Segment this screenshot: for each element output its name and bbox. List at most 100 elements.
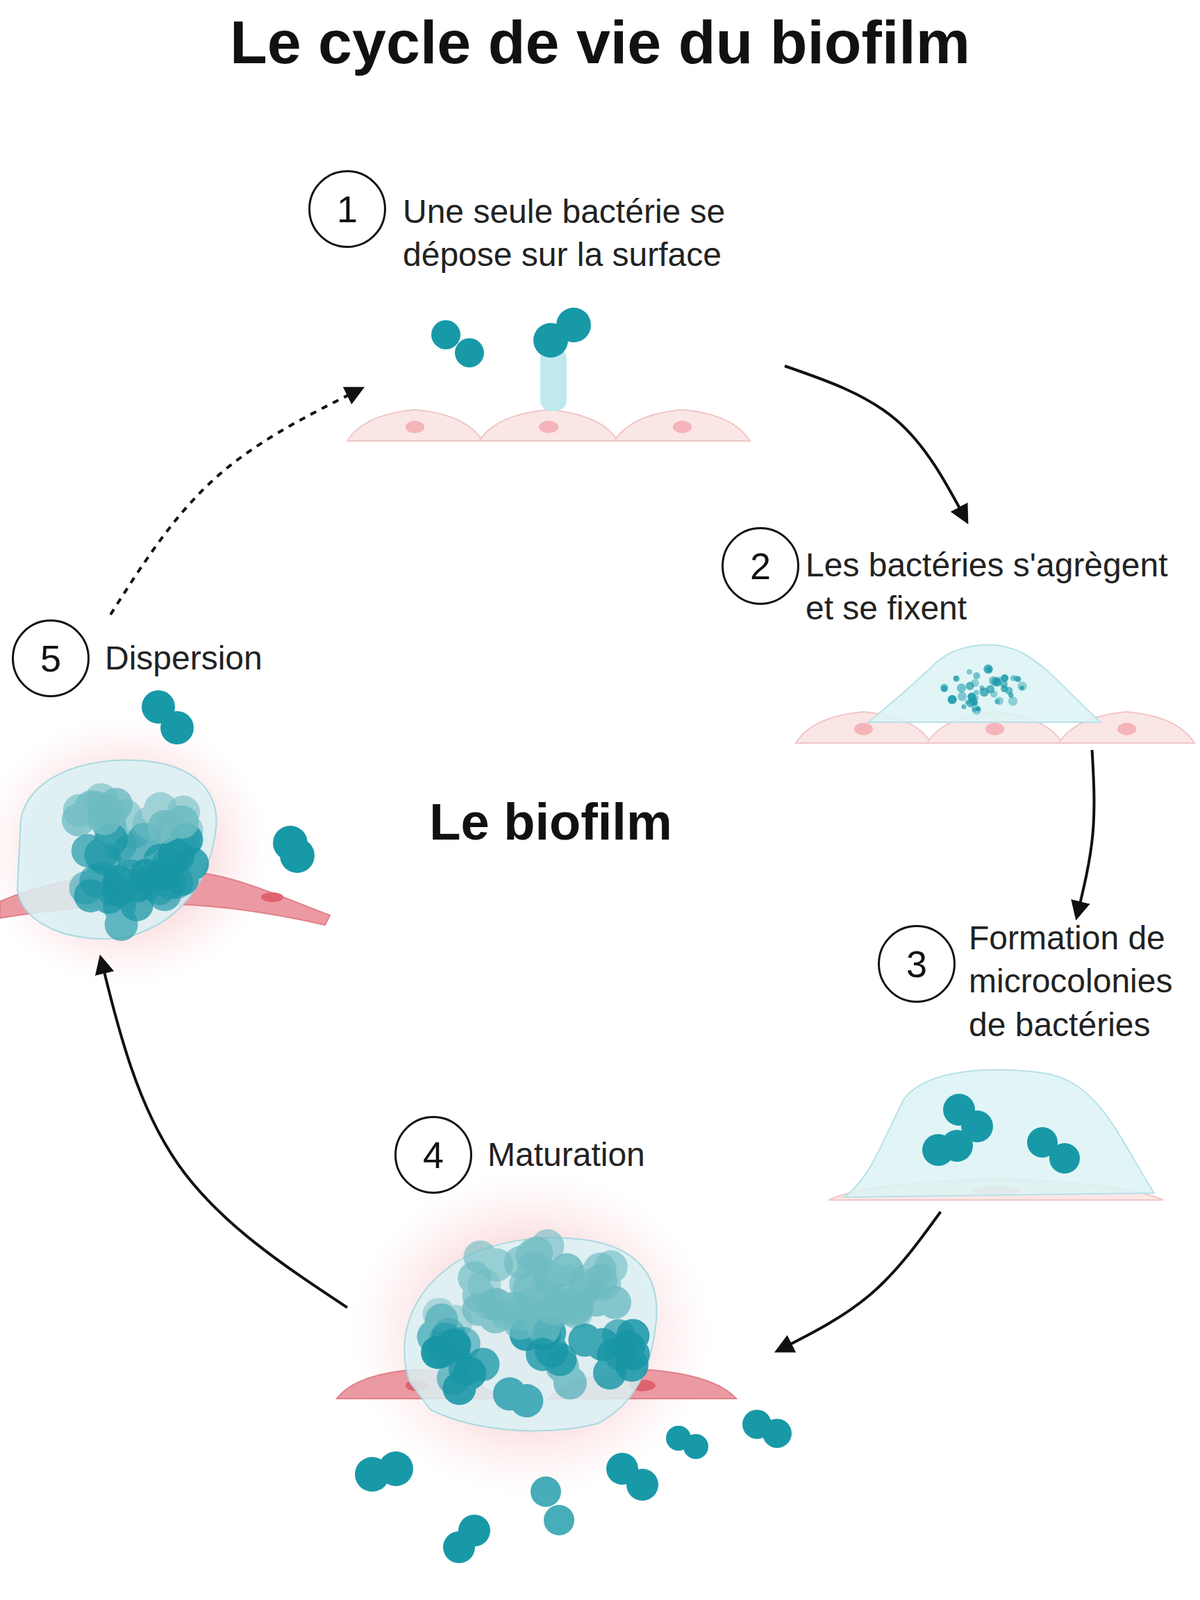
coccus: [160, 711, 194, 745]
bacterium: [533, 307, 591, 358]
bacterium: [420, 1328, 471, 1369]
coccus: [602, 1319, 636, 1353]
bacterium-dot: [953, 675, 959, 681]
step-label: Maturation: [487, 1133, 766, 1177]
bacterium: [431, 320, 485, 368]
cell-nucleus: [1117, 722, 1137, 736]
bacterium-dot: [970, 679, 980, 688]
coccus: [504, 1245, 538, 1280]
bacterium: [922, 1129, 973, 1166]
cell-nucleus: [405, 420, 425, 434]
center-label: Le biofilm: [411, 791, 690, 854]
bacterium-dot: [983, 664, 993, 674]
host-cell: [347, 409, 483, 441]
coccus: [437, 1328, 471, 1362]
stage-group: 3Formation de microcolonies de bactéries: [819, 916, 1198, 1212]
bacterium: [602, 1319, 638, 1371]
bacterium-dot: [972, 672, 980, 680]
bacterium: [606, 1452, 659, 1501]
cell-nucleus: [985, 722, 1005, 736]
coccus: [431, 320, 461, 350]
bacterium-dot: [990, 690, 998, 698]
coccus: [683, 1434, 709, 1460]
cell-nucleus: [261, 892, 284, 903]
step-number: 2: [721, 527, 800, 605]
step-number: 4: [394, 1115, 473, 1194]
bacterium: [665, 1425, 709, 1460]
bacterium: [79, 863, 129, 906]
glow: [0, 715, 271, 987]
coccus: [509, 1384, 544, 1418]
bacterium-dot: [973, 695, 979, 701]
bacterium: [742, 1409, 792, 1448]
step-label: Dispersion: [104, 636, 328, 680]
bacterium: [272, 825, 315, 873]
stage-group: 4 Maturation: [347, 1111, 778, 1591]
coccus: [550, 1253, 584, 1287]
bacterium-dot: [975, 706, 981, 712]
bacterium: [87, 787, 133, 835]
step-label: Une seule bactérie se dépose sur la surf…: [402, 190, 792, 278]
stage-group: 5Dispersion: [10, 614, 334, 959]
coccus: [626, 1468, 659, 1501]
coccus: [940, 1129, 973, 1162]
step-label: Les bactéries s'agrègent et se fixent: [805, 543, 1195, 631]
stage-1-art: [347, 307, 750, 441]
coccus: [587, 1267, 621, 1301]
bacterium: [141, 690, 194, 745]
step-number: 3: [877, 925, 956, 1003]
cell-nucleus: [672, 420, 692, 434]
bacterium-dot: [979, 685, 985, 691]
coccus: [556, 307, 591, 343]
stage-4-art: [336, 1170, 792, 1564]
host-cell: [614, 409, 750, 441]
bacterium-dot: [947, 695, 957, 705]
coccus: [95, 872, 130, 906]
step-label: Formation de microcolonies de bactéries: [968, 916, 1191, 1047]
bacterium: [354, 1451, 414, 1492]
coccus: [132, 806, 166, 840]
bacterium: [533, 1253, 584, 1294]
bacterium-dot: [966, 669, 973, 675]
cell-nucleus: [854, 722, 873, 736]
coccus: [543, 1504, 575, 1536]
bacterium-dot: [957, 691, 967, 701]
bacterium-dot: [1017, 681, 1027, 691]
host-cell: [479, 409, 619, 441]
biofilm-matrix: [843, 1070, 1155, 1198]
bacterium: [536, 1288, 589, 1326]
stage-group: 1Une seule bactérie se dépose sur la sur…: [361, 166, 785, 452]
cycle-arrow: [777, 1211, 941, 1351]
step-number: 1: [308, 170, 387, 248]
bacterium: [530, 1476, 575, 1536]
cycle-arrow: [1077, 750, 1095, 917]
diagram-title: Le cycle de vie du biofilm: [0, 5, 1200, 80]
bacterium-dot: [940, 683, 949, 692]
coccus: [762, 1418, 792, 1448]
coccus: [454, 338, 485, 368]
coccus: [99, 787, 133, 821]
cycle-arrow: [100, 958, 348, 1308]
bacterium: [525, 1337, 577, 1376]
coccus: [525, 1337, 560, 1371]
bacterium-dot: [1008, 696, 1019, 707]
bacterium-dot: [961, 704, 966, 710]
coccus: [378, 1451, 414, 1487]
coccus: [147, 877, 182, 912]
bacterium-dot: [940, 685, 948, 693]
bacterium-dot: [1004, 686, 1013, 695]
cell-nucleus: [538, 420, 559, 434]
coccus: [1049, 1143, 1080, 1174]
stage-3-art: [828, 1070, 1164, 1200]
biofilm-matrix: [404, 1237, 657, 1431]
cycle-arrow: [110, 388, 362, 615]
coccus: [458, 1514, 491, 1547]
coccus: [530, 1476, 562, 1507]
bacterium-dot: [1019, 685, 1024, 690]
bacterium-dot: [1013, 675, 1020, 682]
bacterium-dot: [995, 696, 1004, 705]
bacterium-dot: [1000, 674, 1009, 682]
bacterium: [132, 792, 178, 841]
coccus: [462, 1279, 496, 1313]
